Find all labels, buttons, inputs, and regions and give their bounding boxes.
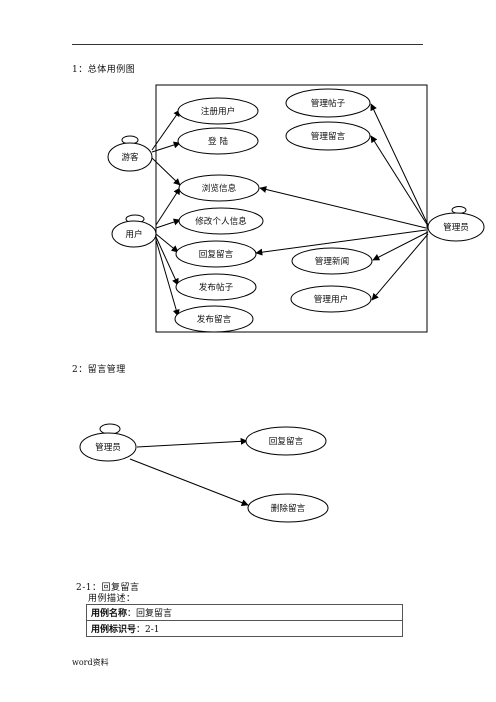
diagram2-usecase-reply: 回复留言 bbox=[245, 426, 327, 456]
use-case-table: 用例名称：回复留言 用例标识号：2-1 bbox=[86, 604, 403, 637]
footer-text: word资料 bbox=[72, 658, 109, 667]
actor-visitor: 游客 bbox=[107, 135, 153, 172]
usecase-reply: 回复留言 bbox=[175, 240, 257, 268]
use-case-name-value: ：回复留言 bbox=[127, 609, 173, 619]
svg-text:浏览信息: 浏览信息 bbox=[202, 182, 237, 194]
usecase-post-topic: 发布帖子 bbox=[175, 273, 257, 301]
use-case-id-value: ：2-1 bbox=[136, 625, 160, 635]
association-lines bbox=[151, 103, 429, 317]
usecase-edit-info: 修改个人信息 bbox=[178, 207, 264, 235]
usecase-manage-news: 管理新闻 bbox=[291, 247, 373, 275]
usecase-post-msg: 发布留言 bbox=[174, 305, 254, 333]
diagram2-actor-admin-label: 管理员 bbox=[95, 441, 121, 453]
svg-text:管理留言: 管理留言 bbox=[311, 130, 346, 142]
svg-text:管理帖子: 管理帖子 bbox=[311, 97, 346, 109]
actor-admin: 管理员 bbox=[427, 206, 485, 242]
svg-text:回复留言: 回复留言 bbox=[269, 435, 304, 447]
actor-user-label: 用户 bbox=[125, 228, 142, 240]
system-boundary bbox=[155, 84, 428, 333]
svg-text:删除留言: 删除留言 bbox=[271, 502, 306, 514]
section-2-1-heading: 2-1：回复留言 bbox=[76, 583, 140, 593]
svg-text:修改个人信息: 修改个人信息 bbox=[195, 215, 247, 227]
svg-text:登 陆: 登 陆 bbox=[208, 136, 228, 147]
usecase-browse: 浏览信息 bbox=[178, 174, 260, 202]
section-2-heading: 2：留言管理 bbox=[72, 365, 126, 375]
svg-text:管理用户: 管理用户 bbox=[314, 293, 348, 305]
svg-text:发布留言: 发布留言 bbox=[197, 313, 232, 325]
use-case-id-label: 用例标识号 bbox=[91, 625, 137, 635]
use-case-description-label: 用例描述： bbox=[88, 594, 136, 604]
actor-admin-label: 管理员 bbox=[443, 221, 469, 233]
table-row: 用例标识号：2-1 bbox=[86, 620, 403, 637]
usecase-manage-msgs: 管理留言 bbox=[285, 121, 371, 151]
use-case-name-label: 用例名称 bbox=[91, 609, 128, 619]
table-row: 用例名称：回复留言 bbox=[86, 604, 403, 621]
usecase-login: 登 陆 bbox=[177, 127, 259, 155]
header-rule bbox=[72, 44, 423, 45]
actor-visitor-label: 游客 bbox=[121, 151, 139, 163]
actor-user: 用户 bbox=[111, 214, 157, 248]
svg-text:发布帖子: 发布帖子 bbox=[199, 281, 234, 293]
svg-text:回复留言: 回复留言 bbox=[199, 248, 234, 260]
usecase-register: 注册用户 bbox=[177, 97, 259, 125]
section-1-heading: 1：总体用例图 bbox=[72, 65, 136, 75]
diagram2-usecase-delete: 删除留言 bbox=[247, 493, 329, 523]
usecase-manage-posts: 管理帖子 bbox=[285, 88, 371, 118]
svg-text:注册用户: 注册用户 bbox=[201, 105, 235, 117]
usecase-manage-users: 管理用户 bbox=[290, 285, 372, 313]
svg-text:管理新闻: 管理新闻 bbox=[315, 255, 349, 267]
diagram2-actor-admin: 管理员 bbox=[79, 423, 137, 462]
diagram2-association-lines bbox=[129, 437, 249, 506]
